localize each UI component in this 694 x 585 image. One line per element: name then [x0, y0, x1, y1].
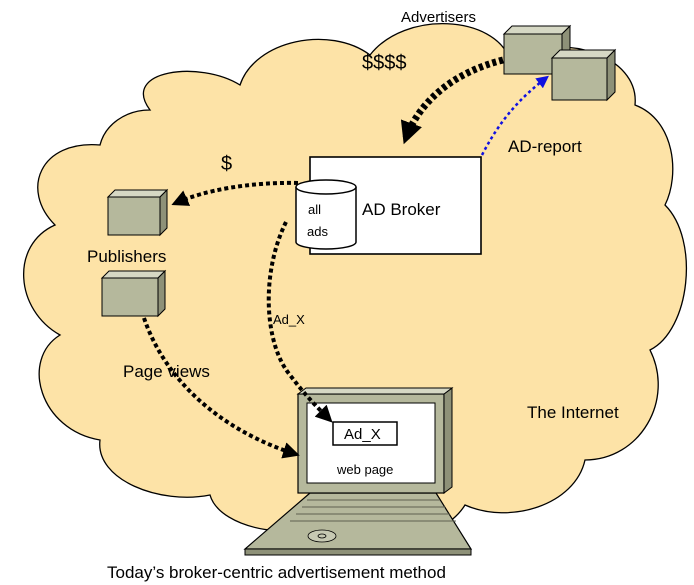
diagram-caption: Today’s broker-centric advertisement met… — [107, 563, 446, 582]
page-views-arrow-publishers-to-laptop — [142, 317, 300, 459]
publisher-payment-label: $ — [221, 153, 232, 175]
report-arrow-broker-to-advertisers — [480, 75, 549, 156]
publishers-label: Publishers — [87, 247, 166, 266]
advertisers-label: Advertisers — [401, 9, 476, 26]
advertiser-payment-label: $$$$ — [362, 52, 407, 74]
payment-arrow-advertisers-to-broker — [400, 56, 504, 145]
internet-label: The Internet — [527, 403, 619, 422]
publisher-server-icon — [106, 188, 169, 237]
internet-cloud — [23, 23, 688, 538]
advertiser-server-icon — [550, 48, 617, 102]
ad-broker-label: AD Broker — [362, 200, 441, 219]
ad-slot-box — [332, 421, 398, 446]
ad-flow-label: Ad_X — [273, 312, 305, 327]
publisher-server-icon — [100, 269, 167, 318]
web-page-label: web page — [336, 462, 393, 477]
ad-flow-arrow-broker-to-webpage — [266, 221, 333, 423]
database-label-line2: ads — [307, 224, 328, 239]
database-label-line1: all — [308, 202, 321, 217]
ad-slot-label: Ad_X — [344, 426, 381, 443]
ads-database-icon — [295, 179, 357, 250]
payment-arrow-broker-to-publishers — [171, 180, 299, 206]
page-views-label: Page views — [123, 362, 210, 381]
ad-report-label: AD-report — [508, 137, 582, 156]
